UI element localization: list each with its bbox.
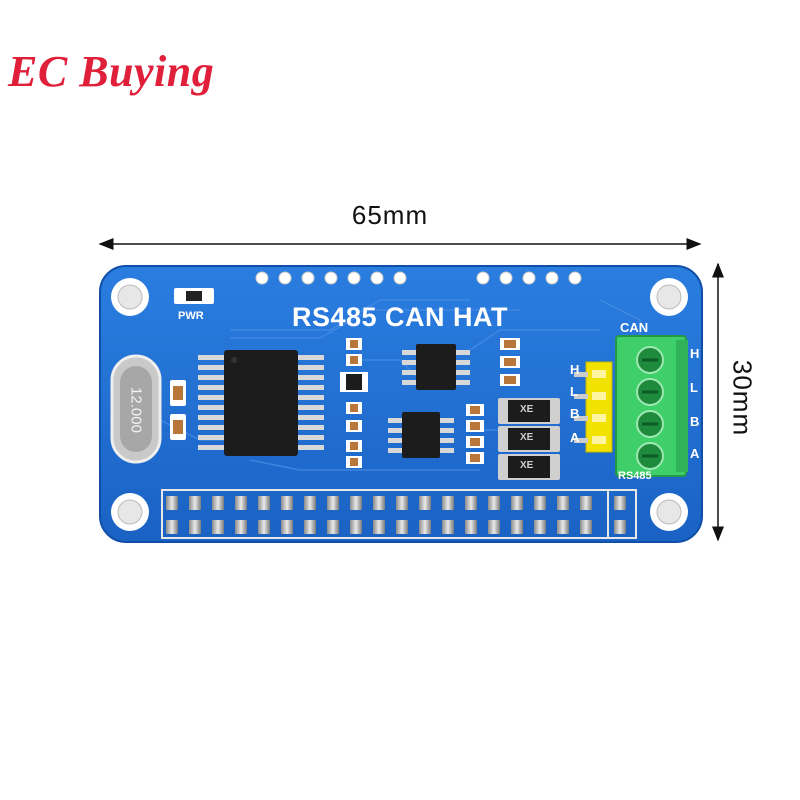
- rs485-transceiver-chip: [388, 412, 454, 458]
- height-dimension-label: 30mm: [727, 359, 758, 437]
- rs485-terminal-label: RS485: [618, 470, 652, 482]
- mounting-holes: [111, 278, 688, 531]
- tvs-marking-2: XE: [520, 432, 534, 443]
- jumper-label-h: H: [570, 362, 580, 377]
- top-pads: [255, 271, 582, 285]
- can-transceiver-chip: [402, 344, 470, 390]
- screw-terminal-block: [615, 335, 688, 477]
- brand-logo-text: EC Buying: [8, 47, 215, 96]
- smd-components: [340, 338, 520, 468]
- terminal-label-a: A: [690, 446, 700, 461]
- jumper-header: [574, 361, 613, 453]
- crystal-label: 12.000: [127, 387, 145, 433]
- tvs-diodes: [498, 398, 560, 480]
- tvs-marking-1: XE: [520, 404, 534, 415]
- can-terminal-label: CAN: [620, 320, 649, 335]
- pwr-label: PWR: [178, 310, 204, 322]
- pcb-traces: [159, 299, 641, 480]
- terminal-label-h: H: [690, 346, 700, 361]
- width-dimension-label: 65mm: [351, 200, 429, 230]
- jumper-label-a: A: [570, 430, 580, 445]
- can-controller-chip: [198, 350, 324, 456]
- pwr-led: [174, 288, 214, 304]
- terminal-label-l: L: [690, 380, 698, 395]
- terminal-label-b: B: [690, 414, 700, 429]
- jumper-label-l: L: [570, 384, 578, 399]
- jumper-label-b: B: [570, 406, 580, 421]
- board-title: RS485 CAN HAT: [292, 302, 509, 332]
- crystal-oscillator: [110, 354, 162, 464]
- crystal-capacitors: [170, 380, 186, 440]
- tvs-marking-3: XE: [520, 460, 534, 471]
- gpio-header: [161, 489, 637, 539]
